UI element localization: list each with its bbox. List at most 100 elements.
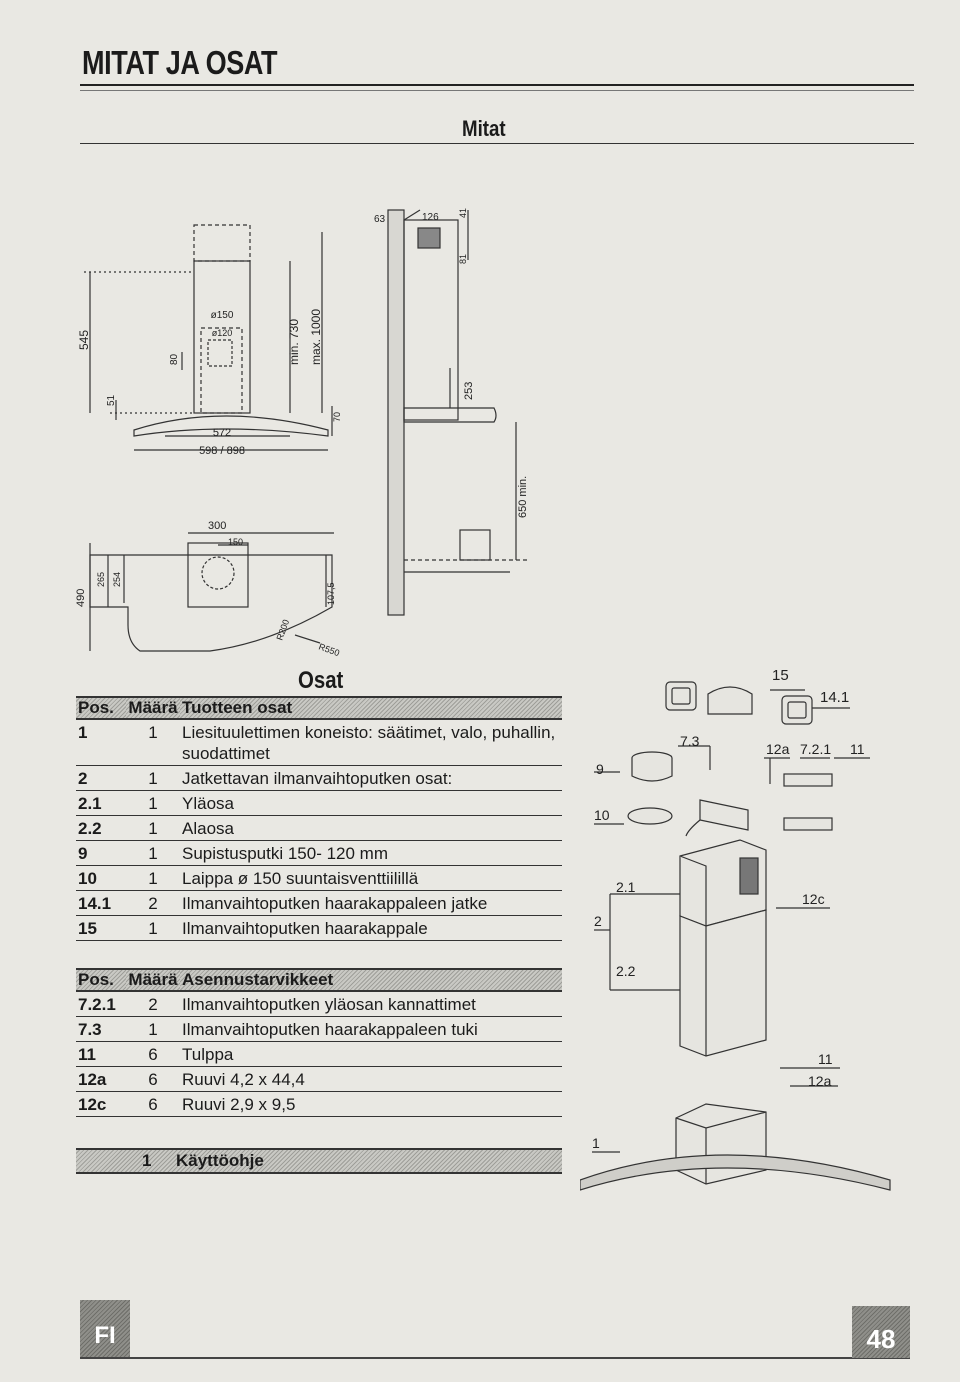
row-pos: 14.1 <box>76 890 126 916</box>
dim-150: 150 <box>228 537 243 547</box>
dim-r550: R550 <box>317 641 341 658</box>
label-7-2-1: 7.2.1 <box>800 741 831 757</box>
table-row: 7.2.1 2 Ilmanvaihtoputken yläosan kannat… <box>76 991 562 1017</box>
dim-d120: ø120 <box>212 328 233 338</box>
dim-min-730: min. 730 <box>287 319 301 365</box>
row-qty: 1 <box>126 790 180 816</box>
dim-598-898: 598 / 898 <box>199 445 245 457</box>
dim-70: 70 <box>332 412 342 422</box>
front-view-diagram: ø150 ø120 545 51 80 min. 730 max. 1000 7… <box>77 224 342 457</box>
row-pos: 10 <box>76 865 126 891</box>
row-pos: 7.3 <box>76 1016 126 1042</box>
col-qty: Määrä <box>126 696 180 720</box>
table-row: 2 1 Jatkettavan ilmanvaihtoputken osat: <box>76 765 562 791</box>
dim-253: 253 <box>463 382 475 400</box>
dim-d150: ø150 <box>211 310 234 321</box>
col-pos: Pos. <box>76 968 126 992</box>
row-desc: Ilmanvaihtoputken haarakappaleen jatke <box>180 890 562 916</box>
label-12c: 12c <box>802 891 825 907</box>
title-rule-thin <box>80 90 914 91</box>
table-row: 12c 6 Ruuvi 2,9 x 9,5 <box>76 1091 562 1117</box>
row-pos: 7.2.1 <box>76 991 126 1017</box>
exploded-parts-diagram: 15 14.1 7.3 12a 7.2.1 11 9 10 2.1 12c 2 … <box>580 667 891 1191</box>
dim-63: 63 <box>374 214 386 225</box>
label-11-lower: 11 <box>818 1051 833 1067</box>
section-rule <box>80 143 914 144</box>
row-desc: Tulppa <box>180 1041 562 1067</box>
label-11: 11 <box>850 741 865 757</box>
col-pos: Pos. <box>76 696 126 720</box>
label-15: 15 <box>772 667 789 684</box>
dim-545: 545 <box>77 330 91 350</box>
row-desc: Supistusputki 150- 120 mm <box>180 840 562 866</box>
row-pos: 2 <box>76 765 126 791</box>
parts-table: Pos. Määrä Tuotteen osat 1 1 Liesituulet… <box>76 696 562 941</box>
row-desc: Ilmanvaihtoputken haarakappaleen tuki <box>180 1016 562 1042</box>
table-row: 15 1 Ilmanvaihtoputken haarakappale <box>76 915 562 941</box>
top-view-diagram: 490 265 254 300 150 107,5 R200 R550 <box>75 520 341 658</box>
accessories-table: Pos. Määrä Asennustarvikkeet 7.2.1 2 Ilm… <box>76 968 562 1117</box>
title-rule <box>80 84 914 86</box>
dim-80: 80 <box>169 353 180 365</box>
row-pos: 9 <box>76 840 126 866</box>
table-row: 14.1 2 Ilmanvaihtoputken haarakappaleen … <box>76 890 562 916</box>
table-row: 1 1 Liesituulettimen koneisto: säätimet,… <box>76 719 562 766</box>
row-qty: 1 <box>126 815 180 841</box>
manual-row: 1 Käyttöohje <box>76 1148 562 1174</box>
row-desc: Ruuvi 2,9 x 9,5 <box>180 1091 562 1117</box>
row-desc: Ilmanvaihtoputken haarakappale <box>180 915 562 941</box>
row-pos: 1 <box>76 719 126 766</box>
row-pos: 15 <box>76 915 126 941</box>
row-pos: 2.1 <box>76 790 126 816</box>
row-qty: 6 <box>126 1091 180 1117</box>
row-qty: 6 <box>126 1041 180 1067</box>
row-desc: Liesituulettimen koneisto: säätimet, val… <box>180 719 562 766</box>
label-2-2: 2.2 <box>616 963 636 979</box>
table-row: 12a 6 Ruuvi 4,2 x 44,4 <box>76 1066 562 1092</box>
row-pos: 12a <box>76 1066 126 1092</box>
dim-490: 490 <box>75 589 87 607</box>
dim-max-1000: max. 1000 <box>309 309 323 365</box>
table-row: 2.2 1 Alaosa <box>76 815 562 841</box>
label-2-1: 2.1 <box>616 879 636 895</box>
dim-126: 126 <box>422 212 439 223</box>
row-desc: Ruuvi 4,2 x 44,4 <box>180 1066 562 1092</box>
row-qty: 1 <box>126 865 180 891</box>
row-desc: Yläosa <box>180 790 562 816</box>
dim-254: 254 <box>112 572 122 587</box>
table-row: 10 1 Laippa ø 150 suuntaisventtiilillä <box>76 865 562 891</box>
dim-650-min: 650 min. <box>517 476 529 518</box>
row-qty: 2 <box>126 991 180 1017</box>
col-desc: Tuotteen osat <box>180 696 562 720</box>
row-pos: 2.2 <box>76 815 126 841</box>
label-14-1: 14.1 <box>820 689 849 706</box>
row-qty: 2 <box>126 890 180 916</box>
row-qty: 1 <box>126 915 180 941</box>
row-desc: Alaosa <box>180 815 562 841</box>
row-qty: 1 <box>126 719 180 766</box>
side-view-diagram: 63 126 41 81 253 650 min. <box>374 208 530 616</box>
label-9: 9 <box>596 761 604 777</box>
label-10: 10 <box>594 807 610 823</box>
label-12a: 12a <box>766 741 790 757</box>
manual-qty: 1 <box>142 1151 152 1170</box>
dim-572: 572 <box>213 427 231 439</box>
table-row: 11 6 Tulppa <box>76 1041 562 1067</box>
row-qty: 1 <box>126 1016 180 1042</box>
page-number: 48 <box>852 1306 910 1358</box>
label-2: 2 <box>594 913 602 929</box>
dim-81: 81 <box>458 254 468 264</box>
page-title: MITAT JA OSAT <box>82 44 278 81</box>
label-12a-lower: 12a <box>808 1073 832 1089</box>
manual-desc: Käyttöohje <box>176 1151 264 1170</box>
language-badge: FI <box>80 1300 130 1358</box>
section-title-dimensions: Mitat <box>462 116 506 141</box>
dim-r200: R200 <box>274 618 291 642</box>
col-desc: Asennustarvikkeet <box>180 968 562 992</box>
row-pos: 12c <box>76 1091 126 1117</box>
row-desc: Jatkettavan ilmanvaihtoputken osat: <box>180 765 562 791</box>
row-pos: 11 <box>76 1041 126 1067</box>
dim-300: 300 <box>208 520 226 532</box>
table-row: 7.3 1 Ilmanvaihtoputken haarakappaleen t… <box>76 1016 562 1042</box>
row-qty: 6 <box>126 1066 180 1092</box>
